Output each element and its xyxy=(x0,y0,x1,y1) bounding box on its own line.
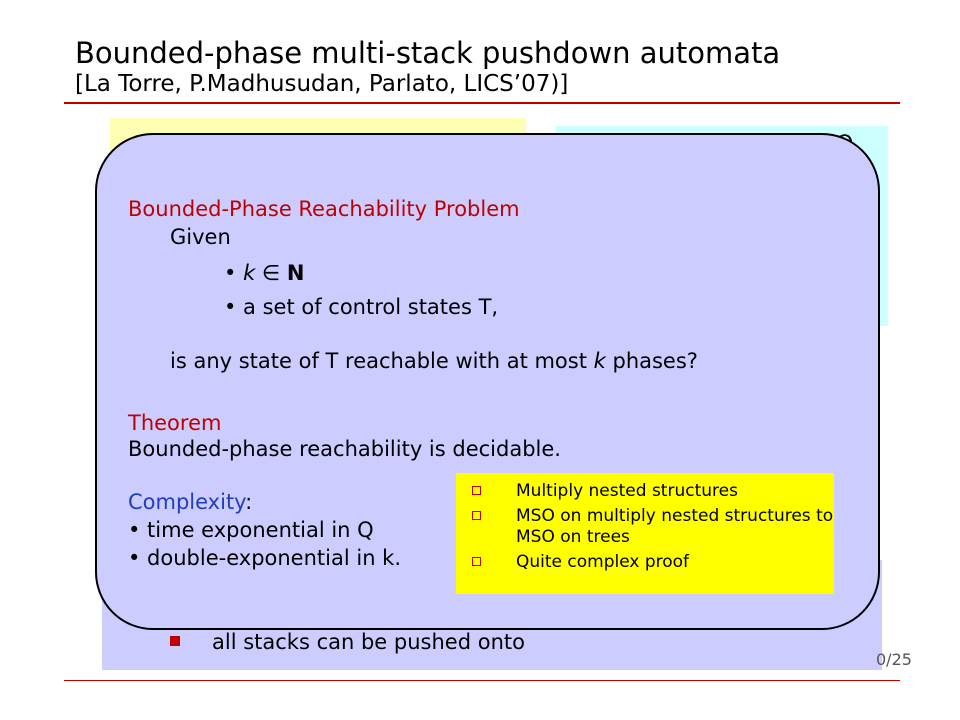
theorem-text: Bounded-phase reachability is decidable. xyxy=(128,437,561,461)
theorem-heading: Theorem xyxy=(128,411,222,435)
bullet-k: • k ∈ N xyxy=(224,259,304,287)
hollow-square-bullet-icon xyxy=(472,486,481,495)
note-item: Multiply nested structures xyxy=(456,481,834,502)
element-of-symbol: ∈ xyxy=(255,261,287,285)
complexity-colon: : xyxy=(245,490,253,514)
hollow-square-bullet-icon xyxy=(472,511,481,520)
slide-title: Bounded-phase multi-stack pushdown autom… xyxy=(75,36,781,70)
hollow-square-bullet-icon xyxy=(472,557,481,566)
footer-divider xyxy=(64,680,900,681)
note-item-text: Quite complex proof xyxy=(516,552,690,572)
complexity-label: Complexity xyxy=(128,490,246,514)
naturals-symbol: N xyxy=(286,261,305,285)
title-divider xyxy=(64,102,900,104)
question-suffix: phases? xyxy=(605,349,698,373)
note-item: Quite complex proof xyxy=(456,552,834,573)
bullet-control-states: • a set of control states T, xyxy=(224,295,499,319)
complexity-double-exp: • double-exponential in k. xyxy=(128,546,402,570)
question-k: k xyxy=(593,349,606,373)
square-bullet-icon xyxy=(170,636,180,646)
note-item-text: Multiply nested structures xyxy=(516,481,738,501)
given-label: Given xyxy=(170,225,231,249)
question-prefix: is any state of T reachable with at most xyxy=(170,349,594,373)
note-item-text: MSO on multiply nested structures to MSO… xyxy=(516,506,834,547)
problem-heading: Bounded-Phase Reachability Problem xyxy=(128,197,520,221)
complexity-time: • time exponential in Q xyxy=(128,518,374,542)
complexity-heading: Complexity: xyxy=(128,488,252,516)
background-bullet-text: all stacks can be pushed onto xyxy=(212,630,525,654)
reachability-question: is any state of T reachable with at most… xyxy=(170,347,698,375)
note-item: MSO on multiply nested structures to MSO… xyxy=(456,506,834,548)
k-variable: k xyxy=(243,261,256,285)
page-number: 0/25 xyxy=(876,650,912,669)
bullet-dot: • xyxy=(224,261,244,285)
slide-subtitle: [La Torre, P.Madhusudan, Parlato, LICS’0… xyxy=(75,71,569,97)
proof-notes-box: Multiply nested structures MSO on multip… xyxy=(456,473,834,594)
